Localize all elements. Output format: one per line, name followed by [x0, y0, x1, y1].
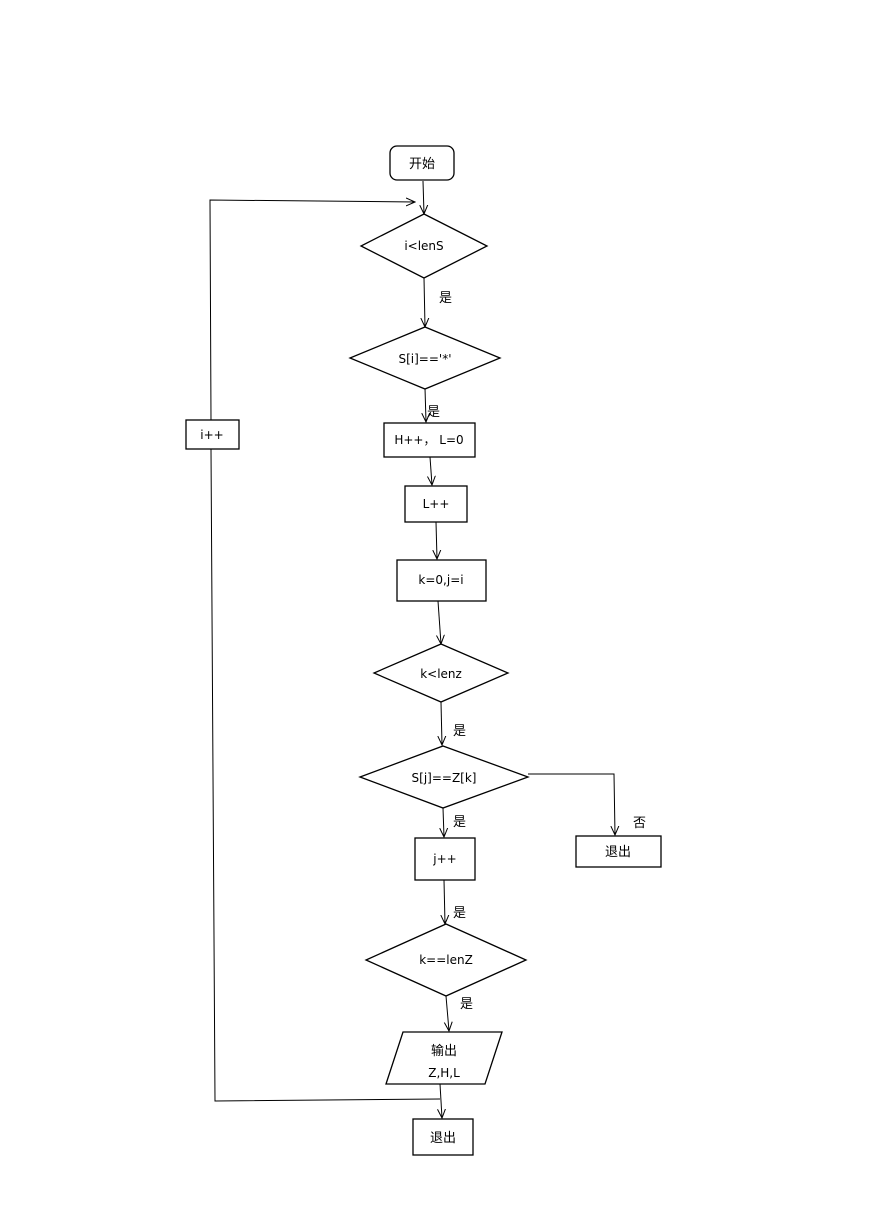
yes-label-5: 是	[453, 906, 466, 921]
arrow-start-to-i-lenS	[423, 180, 424, 214]
node-cond-i-lenS: i<lenS	[359, 213, 489, 279]
step-k-j-label: k=0,j=i	[418, 573, 463, 587]
node-step-h-l: H++， L=0	[383, 422, 476, 458]
step-l-inc-label: L++	[423, 497, 450, 511]
node-start: 开始	[389, 145, 455, 181]
node-exit-main: 退出	[412, 1118, 474, 1156]
node-cond-sj-zk: S[j]==Z[k]	[358, 745, 530, 809]
yes-label-2: 是	[427, 405, 440, 420]
cond-i-lenS-label: i<lenS	[404, 239, 443, 253]
node-cond-k-eq-lenZ: k==lenZ	[364, 923, 528, 997]
yes-label-4: 是	[453, 815, 466, 830]
node-exit-side: 退出	[575, 835, 662, 868]
arrow-sj-zk-to-j-inc	[443, 807, 444, 837]
arrow-output-to-exit	[440, 1083, 442, 1118]
arrow-s-star-to-h-l	[425, 387, 426, 422]
arrow-k-eq-to-output	[446, 995, 449, 1031]
node-step-k-j: k=0,j=i	[396, 559, 487, 602]
arrow-l-inc-to-k-j	[436, 521, 437, 559]
cond-sj-zk-label: S[j]==Z[k]	[412, 771, 477, 785]
node-step-l-inc: L++	[404, 485, 468, 523]
yes-label-6: 是	[460, 997, 473, 1012]
arrow-h-l-to-l-inc	[430, 456, 432, 485]
step-j-inc-label: j++	[432, 852, 456, 866]
node-cond-k-lenz: k<lenz	[372, 643, 510, 703]
node-step-j-inc: j++	[414, 837, 476, 881]
arrow-no-branch-to-exit	[528, 773, 615, 835]
output-label-line2: Z,H,L	[428, 1066, 460, 1080]
loop-up-arrow	[209, 200, 415, 421]
node-output: 输出 Z,H,L	[385, 1031, 503, 1085]
cond-k-lenz-label: k<lenz	[420, 667, 462, 681]
branch-labels: 是 是 是 是 是 是 否	[427, 291, 646, 1012]
arrow-i-lenS-to-s-star	[424, 277, 425, 327]
loop-i-inc-label: i++	[200, 428, 223, 442]
output-label-line1: 输出	[431, 1043, 457, 1059]
node-loop-i-inc: i++	[185, 419, 240, 450]
arrow-j-inc-to-k-eq	[444, 879, 445, 924]
node-cond-s-star: S[i]=='*'	[348, 326, 502, 390]
step-h-l-label: H++， L=0	[394, 433, 463, 447]
no-label: 否	[633, 816, 646, 831]
yes-label-1: 是	[439, 291, 452, 306]
yes-label-3: 是	[453, 724, 466, 739]
arrow-k-lenz-to-sj-zk	[441, 701, 442, 745]
cond-s-star-label: S[i]=='*'	[398, 352, 451, 366]
connectors	[209, 180, 615, 1118]
exit-side-label: 退出	[605, 845, 631, 860]
arrow-k-j-to-k-lenz	[438, 600, 441, 644]
exit-main-label: 退出	[430, 1131, 456, 1146]
start-label: 开始	[409, 157, 435, 172]
cond-k-eq-lenZ-label: k==lenZ	[419, 953, 473, 967]
loop-return-line	[210, 448, 441, 1102]
